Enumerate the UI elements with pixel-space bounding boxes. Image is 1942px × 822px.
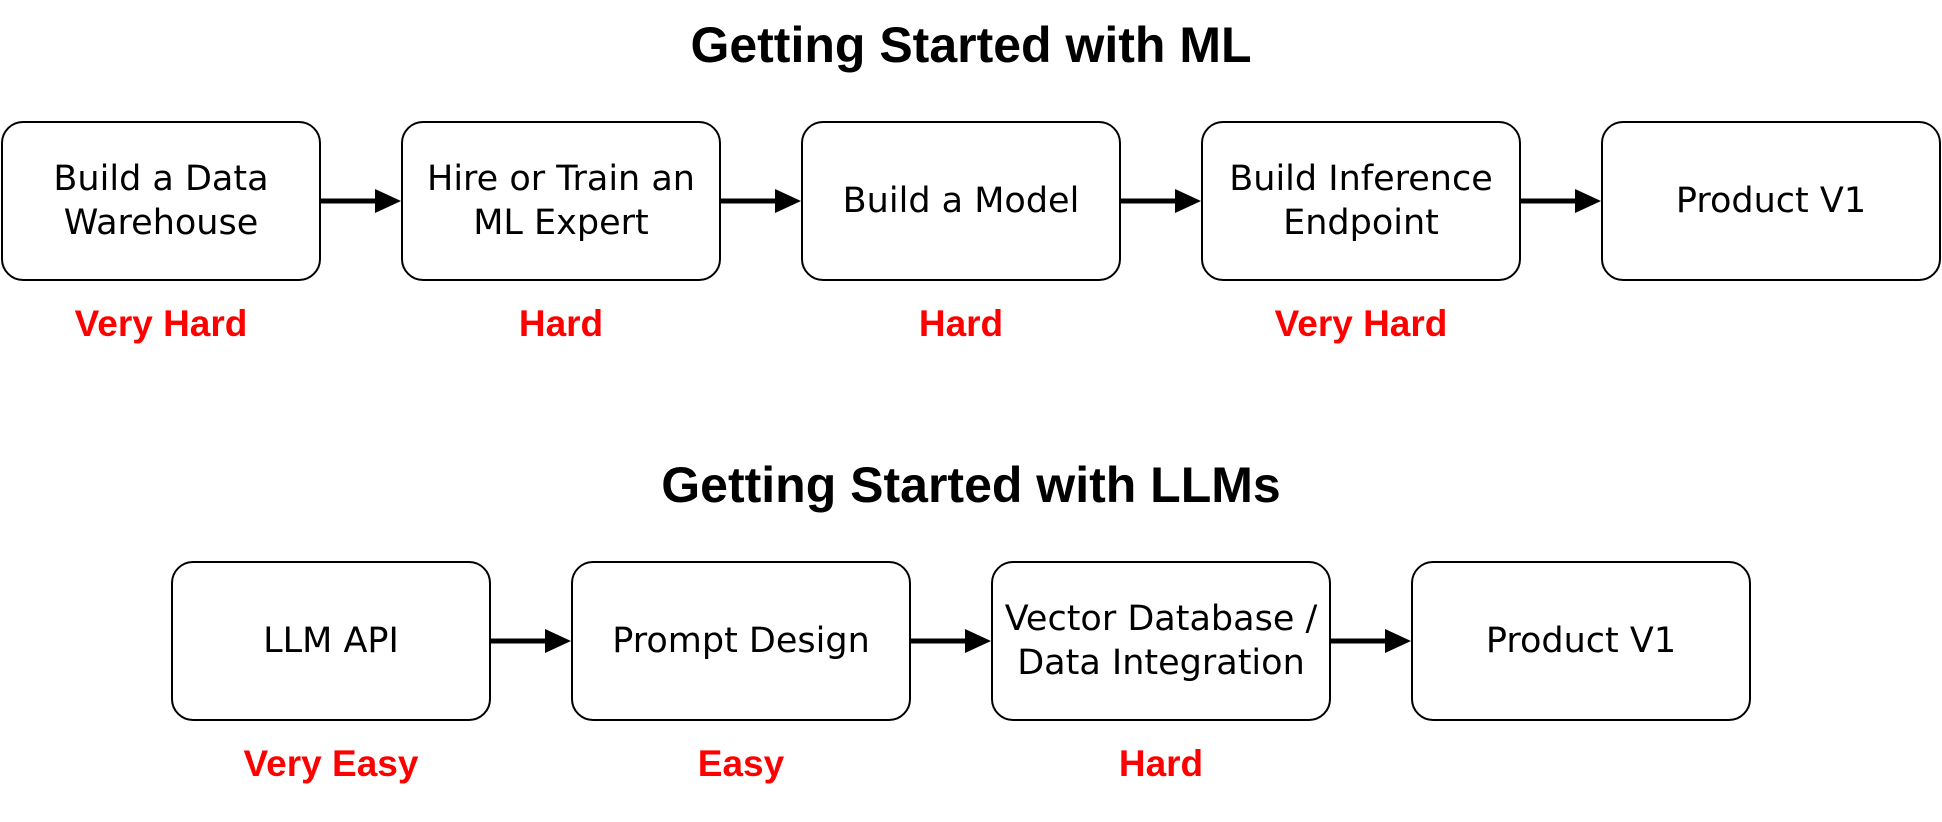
ml-step-build-model: Build a Model [801,121,1121,281]
llm-arrow-1 [491,629,571,653]
llm-step-product-v1: Product V1 [1411,561,1751,721]
llm-step-prompt-design: Prompt Design [571,561,911,721]
ml-difficulty-ml-expert: Hard [518,303,604,344]
llm-step-label: Vector Database / Data Integration [1004,598,1318,683]
llm-step-llm-api: LLM API [171,561,491,721]
ml-difficulty-data-warehouse: Very Hard [74,303,248,344]
ml-difficulty-inference-endpoint: Very Hard [1274,303,1448,344]
llm-step-vector-database: Vector Database / Data Integration [991,561,1331,721]
ml-arrow-2 [721,189,801,213]
llm-arrow-2 [911,629,991,653]
ml-step-label: Product V1 [1675,180,1867,221]
ml-step-label: Build a Model [842,180,1080,221]
ml-arrow-3 [1121,189,1201,213]
llm-step-label: Prompt Design [612,620,870,661]
ml-step-product-v1: Product V1 [1601,121,1941,281]
llm-step-label: Product V1 [1485,620,1677,661]
ml-step-inference-endpoint: Build Inference Endpoint [1201,121,1521,281]
ml-step-label: Build a Data Warehouse [53,158,269,243]
ml-step-ml-expert: Hire or Train an ML Expert [401,121,721,281]
ml-step-label: Hire or Train an ML Expert [427,158,695,243]
ml-difficulty-build-model: Hard [918,303,1004,344]
llm-step-label: LLM API [263,620,399,661]
ml-arrow-1 [321,189,401,213]
llm-difficulty-llm-api: Very Easy [243,743,419,784]
llm-difficulty-prompt-design: Easy [697,743,785,784]
llm-arrow-3 [1331,629,1411,653]
ml-step-label: Build Inference Endpoint [1229,158,1493,243]
llm-section-title: Getting Started with LLMs [661,457,1281,513]
llm-difficulty-vector-database: Hard [1118,743,1204,784]
ml-section-title: Getting Started with ML [690,17,1252,73]
ml-step-data-warehouse: Build a Data Warehouse [1,121,321,281]
ml-arrow-4 [1521,189,1601,213]
